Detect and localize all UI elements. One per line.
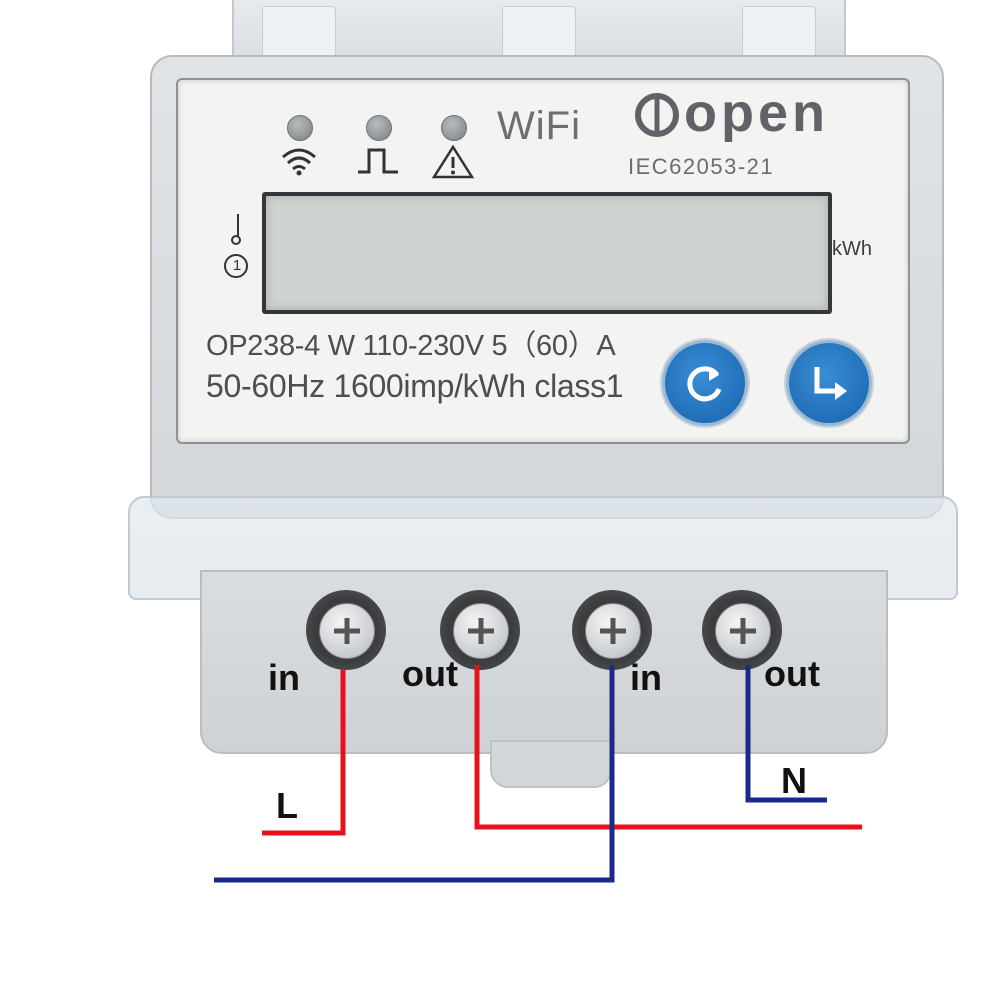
switch-position-icon (224, 214, 248, 278)
wifi-status-led (287, 115, 313, 141)
brand-logo-o-icon (635, 93, 679, 137)
unit-label: kWh (832, 238, 872, 260)
live-out-wire (474, 665, 862, 830)
screw-head-icon (468, 618, 494, 644)
terminal-screw[interactable] (715, 603, 771, 659)
terminal-label-2: out (402, 653, 458, 694)
refresh-icon (687, 366, 722, 402)
terminal-screw[interactable] (585, 603, 641, 659)
return-arrow-icon (814, 367, 847, 400)
spec-line-1: OP238-4 W 110-230V 5（60）A (206, 330, 616, 362)
screw-head-icon (334, 618, 360, 644)
screw-head-icon (730, 618, 756, 644)
terminal-label-3: in (630, 657, 662, 698)
pulse-icon (358, 148, 398, 174)
din-rail-foot (490, 740, 612, 788)
neutral-wire-label: N (781, 760, 807, 801)
alarm-status-led (441, 115, 467, 141)
neutral-in-wire (214, 665, 615, 883)
brand-name: open (684, 83, 829, 143)
pulse-status-led (366, 115, 392, 141)
live-wire-label: L (276, 785, 298, 826)
terminal-screw[interactable] (453, 603, 509, 659)
warning-icon (431, 144, 475, 179)
wifi-icon (282, 148, 316, 176)
enter-button[interactable] (786, 340, 872, 426)
lcd-display (262, 192, 832, 314)
neutral-out-wire (745, 665, 827, 803)
terminal-label-4: out (764, 653, 820, 694)
standard-label: IEC62053-21 (628, 154, 775, 179)
spec-line-2: 50-60Hz 1600imp/kWh class1 (206, 368, 624, 404)
wifi-label: WiFi (497, 104, 581, 148)
switch-mark-label: 1 (232, 257, 242, 274)
terminal-screw[interactable] (319, 603, 375, 659)
live-in-wire (262, 670, 346, 836)
terminal-block (200, 570, 888, 754)
terminal-label-1: in (268, 657, 300, 698)
screw-head-icon (600, 618, 626, 644)
reset-button[interactable] (662, 340, 748, 426)
